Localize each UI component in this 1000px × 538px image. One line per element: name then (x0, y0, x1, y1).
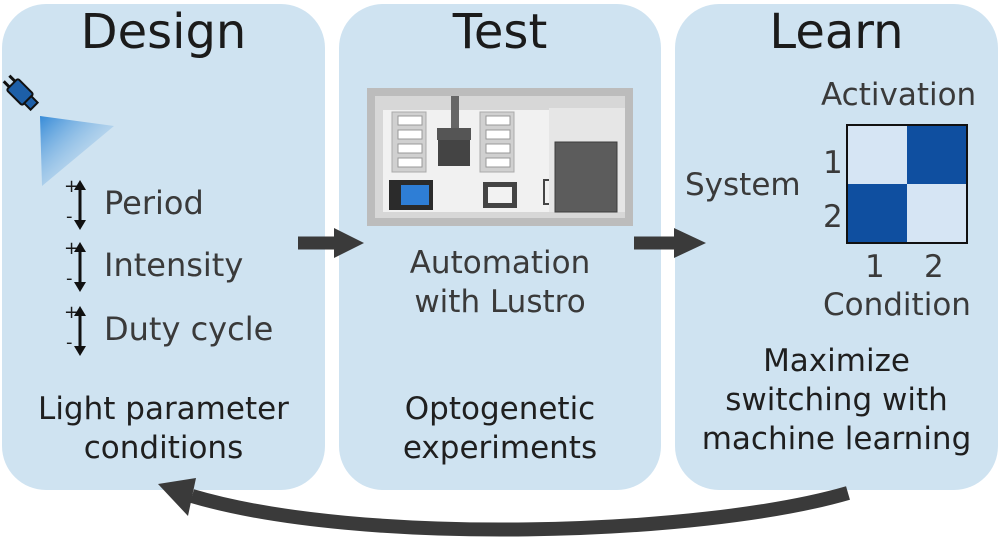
heatmap-top-label: Activation (821, 77, 977, 113)
param-period: Period (104, 184, 204, 222)
learn-panel: Learn Activation System 1 2 1 2 Conditio… (675, 4, 998, 490)
heatmap-cell (848, 126, 907, 184)
test-panel: Test Automation with Lustro Optogenetic … (339, 4, 661, 490)
heatmap-cell (848, 184, 907, 242)
intensity-adjust-icon: + - (64, 238, 86, 292)
heatmap-col-tick-2: 2 (924, 249, 944, 285)
design-panel: Design + - Period + - (2, 4, 325, 490)
arrow-test-to-learn (634, 228, 706, 258)
heatmap-row-tick-1: 1 (823, 145, 843, 181)
arrow-design-to-test (298, 228, 364, 258)
test-caption: Optogenetic experiments (402, 391, 598, 466)
design-title: Design (80, 4, 247, 60)
heatmap-cell (907, 184, 966, 242)
test-title: Test (452, 4, 548, 60)
heatmap-row-label: System (685, 167, 801, 203)
design-caption: Light parameter conditions (38, 391, 289, 466)
test-subtitle: Automation with Lustro (409, 245, 591, 320)
param-intensity: Intensity (104, 246, 244, 284)
heatmap-cell (907, 126, 966, 184)
heatmap-row-tick-2: 2 (823, 199, 843, 235)
heatmap-col-tick-1: 1 (865, 249, 885, 285)
lab-robot-icon (367, 88, 633, 226)
learn-caption: Maximize switching with machine learning (701, 343, 972, 457)
duty-cycle-adjust-icon: + - (64, 302, 86, 356)
plug-lightbulb-icon (2, 74, 114, 186)
param-duty-cycle: Duty cycle (104, 310, 274, 348)
learn-title: Learn (769, 4, 904, 60)
heatmap-col-label: Condition (823, 287, 971, 323)
heatmap (846, 124, 968, 244)
period-adjust-icon: + - (64, 176, 86, 230)
feedback-arrow (158, 478, 850, 537)
